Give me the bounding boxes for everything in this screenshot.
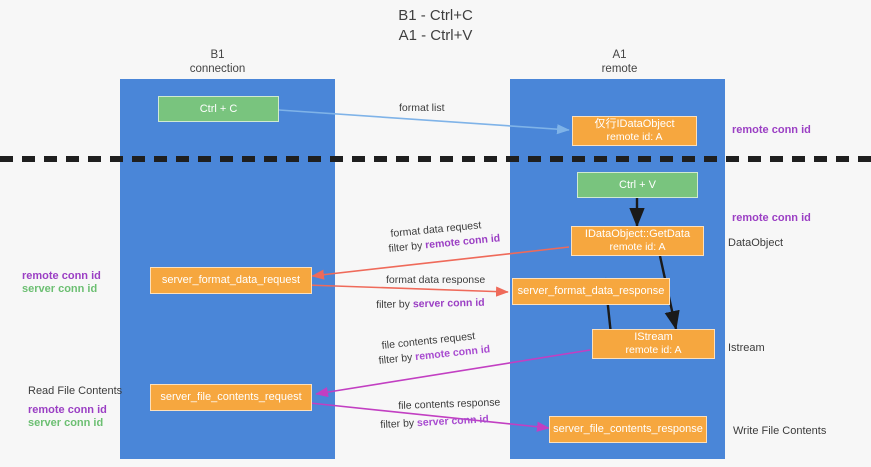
connector-format-list — [278, 109, 570, 135]
annotation-right-istream: Istream — [728, 342, 765, 354]
column-header-a1-sub: remote — [601, 63, 638, 75]
node-ctrl-v-label: Ctrl + V — [619, 178, 656, 191]
annotation-right-dataobject: DataObject — [728, 237, 784, 249]
filter-prefix: filter by — [378, 351, 416, 367]
node-istream-line2: remote id: A — [625, 344, 682, 356]
connector-file-contents-request — [315, 349, 591, 398]
annotation-left-server-conn-id-mid: server conn id — [22, 283, 98, 295]
annotation-right-remote-conn-id-top: remote conn id — [732, 124, 811, 136]
node-idataobject-getdata[interactable]: IDataObject::GetData remote id: A — [571, 226, 704, 256]
node-idataobject[interactable]: 仅行IDataObject remote id: A — [572, 116, 697, 146]
node-server-format-data-response[interactable]: server_format_data_response — [512, 278, 670, 305]
annotation-right-remote-conn-id-mid: remote conn id — [732, 212, 811, 224]
annotation-right-write-file-contents: Write File Contents — [733, 425, 827, 437]
annotation-left-read-file-contents: Read File Contents — [28, 385, 123, 397]
node-server-file-contents-response[interactable]: server_file_contents_response — [549, 416, 707, 443]
node-server-file-contents-response-label: server_file_contents_response — [553, 423, 703, 435]
column-header-b1-name: B1 — [210, 49, 225, 61]
title-line-2: A1 - Ctrl+V — [398, 27, 473, 44]
edge-label-file-contents-response-filter: filter by server conn id — [380, 413, 489, 432]
title-line-1: B1 - Ctrl+C — [398, 7, 473, 24]
node-istream-line1: IStream — [634, 331, 673, 343]
edge-label-format-list: format list — [399, 102, 445, 114]
annotation-left-remote-conn-id-mid: remote conn id — [22, 270, 101, 282]
node-server-format-data-response-label: server_format_data_response — [517, 285, 665, 297]
connector-file-contents-response — [309, 402, 550, 432]
connector-format-data-request — [311, 246, 570, 280]
node-idataobject-line1: 仅行IDataObject — [594, 118, 675, 130]
node-getdata-line1: IDataObject::GetData — [584, 228, 691, 240]
connector-format-data-response — [305, 284, 509, 297]
node-idataobject-line2: remote id: A — [606, 131, 663, 143]
edge-label-format-data-response-filter: filter by server conn id — [376, 297, 485, 312]
node-server-format-data-request[interactable]: server_format_data_request — [150, 267, 312, 294]
node-getdata-line2: remote id: A — [609, 241, 666, 253]
edge-label-format-data-response: format data response — [386, 274, 486, 286]
node-ctrl-v[interactable]: Ctrl + V — [577, 172, 698, 198]
node-server-file-contents-request-label: server_file_contents_request — [160, 391, 302, 403]
phase-divider — [0, 156, 871, 162]
edge-label-file-contents-response: file contents response — [398, 396, 501, 412]
filter-id-server-conn-id: server conn id — [416, 413, 490, 430]
filter-prefix: filter by — [376, 298, 414, 311]
column-header-a1-name: A1 — [612, 49, 627, 61]
diagram-title: B1 - Ctrl+C A1 - Ctrl+V — [0, 6, 871, 46]
column-header-a1: A1 remote — [557, 48, 682, 76]
node-ctrl-c[interactable]: Ctrl + C — [158, 96, 279, 122]
node-server-format-data-request-label: server_format_data_request — [161, 274, 301, 286]
node-ctrl-c-label: Ctrl + C — [199, 102, 238, 115]
filter-prefix: filter by — [388, 239, 426, 255]
annotation-left-remote-conn-id-bottom: remote conn id — [28, 404, 107, 416]
filter-id-server-conn-id: server conn id — [412, 296, 485, 311]
column-header-b1: B1 connection — [155, 48, 280, 76]
filter-prefix: filter by — [380, 417, 418, 431]
column-header-b1-sub: connection — [189, 63, 246, 75]
annotation-left-server-conn-id-bottom: server conn id — [28, 417, 104, 429]
node-istream[interactable]: IStream remote id: A — [592, 329, 715, 359]
node-server-file-contents-request[interactable]: server_file_contents_request — [150, 384, 312, 411]
